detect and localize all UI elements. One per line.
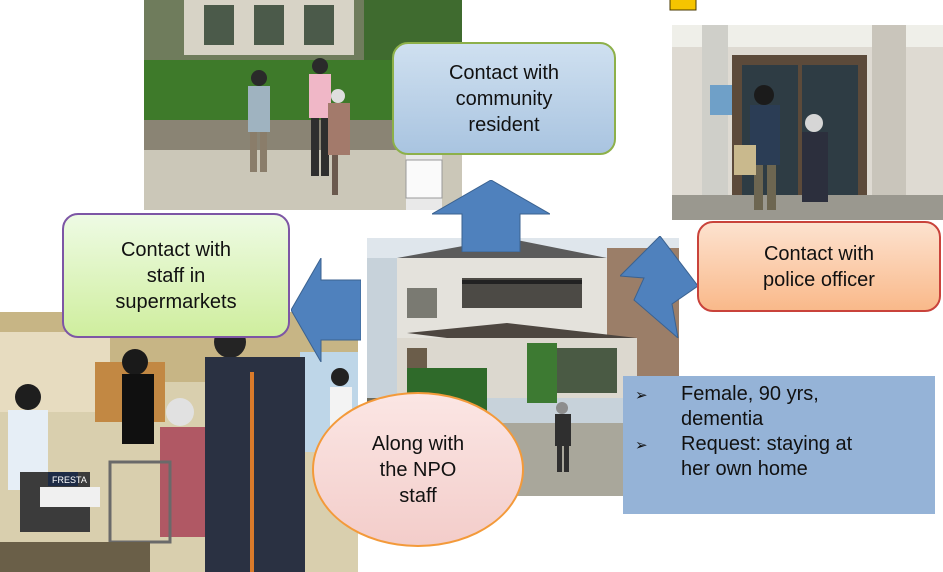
contact-supermarket-staff-box: Contact with staff in supermarkets <box>62 213 290 338</box>
community-line-3: resident <box>468 113 540 136</box>
npo-line-2: the NPO <box>379 458 457 481</box>
info-item-1-line-1: Female, 90 yrs, <box>681 383 819 405</box>
supermarket-line-1: Contact with <box>120 238 232 261</box>
arrow-bullet-icon: ➢ <box>635 437 648 454</box>
police-line-1: Contact with <box>763 242 875 265</box>
arrow-bullet-icon: ➢ <box>635 387 648 404</box>
fresta-sign: FRESTA <box>52 475 87 485</box>
npo-staff-ellipse: Along with the NPO staff <box>312 392 524 547</box>
info-item-1-line-2: dementia <box>681 408 764 430</box>
community-line-1: Contact with <box>448 61 560 84</box>
police-line-2: police officer <box>763 268 875 291</box>
photo-supermarket: FRESTA <box>0 312 358 572</box>
contact-police-officer-box: Contact with police officer <box>697 221 941 312</box>
photo-police-box <box>672 25 943 220</box>
community-line-2: community <box>455 87 553 110</box>
arrow-right-to-police <box>620 236 698 338</box>
npo-line-3: staff <box>399 484 437 507</box>
npo-line-1: Along with <box>371 432 465 455</box>
supermarket-line-3: supermarkets <box>115 290 237 313</box>
arrow-left-to-supermarket <box>291 258 361 362</box>
info-item-2-line-2: her own home <box>681 458 808 480</box>
info-item-2-line-1: Request: staying at <box>681 433 853 455</box>
supermarket-line-2: staff in <box>146 264 206 287</box>
contact-community-resident-box: Contact with community resident <box>392 42 616 155</box>
info-item: ➢ Female, 90 yrs, dementia <box>635 382 925 432</box>
info-item: ➢ Request: staying at her own home <box>635 432 925 482</box>
photo-community-street <box>144 0 462 210</box>
patient-info-panel: ➢ Female, 90 yrs, dementia ➢ Request: st… <box>623 376 935 514</box>
arrow-up-to-community <box>432 180 550 252</box>
